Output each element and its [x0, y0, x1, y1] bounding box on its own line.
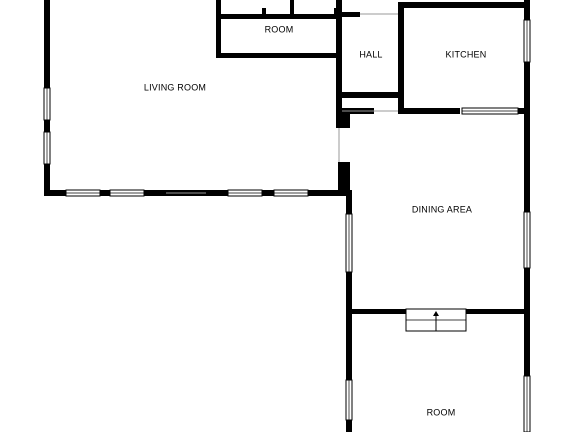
window-panes — [46, 20, 528, 432]
label-kitchen: KITCHEN — [446, 49, 487, 59]
stairs-arrow-icon — [433, 311, 439, 316]
wall-room-top-north — [216, 14, 340, 19]
label-dining-area: DINING AREA — [412, 204, 472, 214]
wall-room-top-west-upper — [216, 0, 221, 58]
wall-kitchen-north — [400, 2, 530, 8]
wall-room-top-south — [216, 53, 342, 58]
label-room-top: ROOM — [265, 24, 294, 34]
wall-hall-top — [342, 12, 360, 17]
openings — [166, 13, 398, 194]
stairs — [405, 308, 467, 332]
label-living-room: LIVING ROOM — [144, 82, 206, 92]
wall-east-mid-b — [524, 268, 530, 376]
wall-dining-south-b — [466, 309, 530, 314]
wall-kitchen-south-b — [400, 108, 460, 114]
room-labels: LIVING ROOM ROOM HALL KITCHEN DINING ARE… — [144, 24, 487, 417]
wall-east-top — [524, 0, 530, 20]
wall-central-lower — [338, 162, 350, 196]
wall-room-top-post-a — [262, 8, 266, 18]
wall-dining-south-a — [346, 309, 406, 314]
label-room-bottom: ROOM — [427, 407, 456, 417]
wall-east-mid-a — [524, 62, 530, 212]
wall-hall-south — [342, 92, 404, 98]
walls — [44, 0, 530, 432]
wall-kitchen-west — [398, 2, 404, 114]
wall-central-upper — [336, 0, 342, 128]
wall-room-top-post-b — [290, 0, 294, 16]
wall-central-block — [338, 110, 350, 128]
windows — [43, 19, 531, 432]
label-hall: HALL — [359, 49, 382, 59]
